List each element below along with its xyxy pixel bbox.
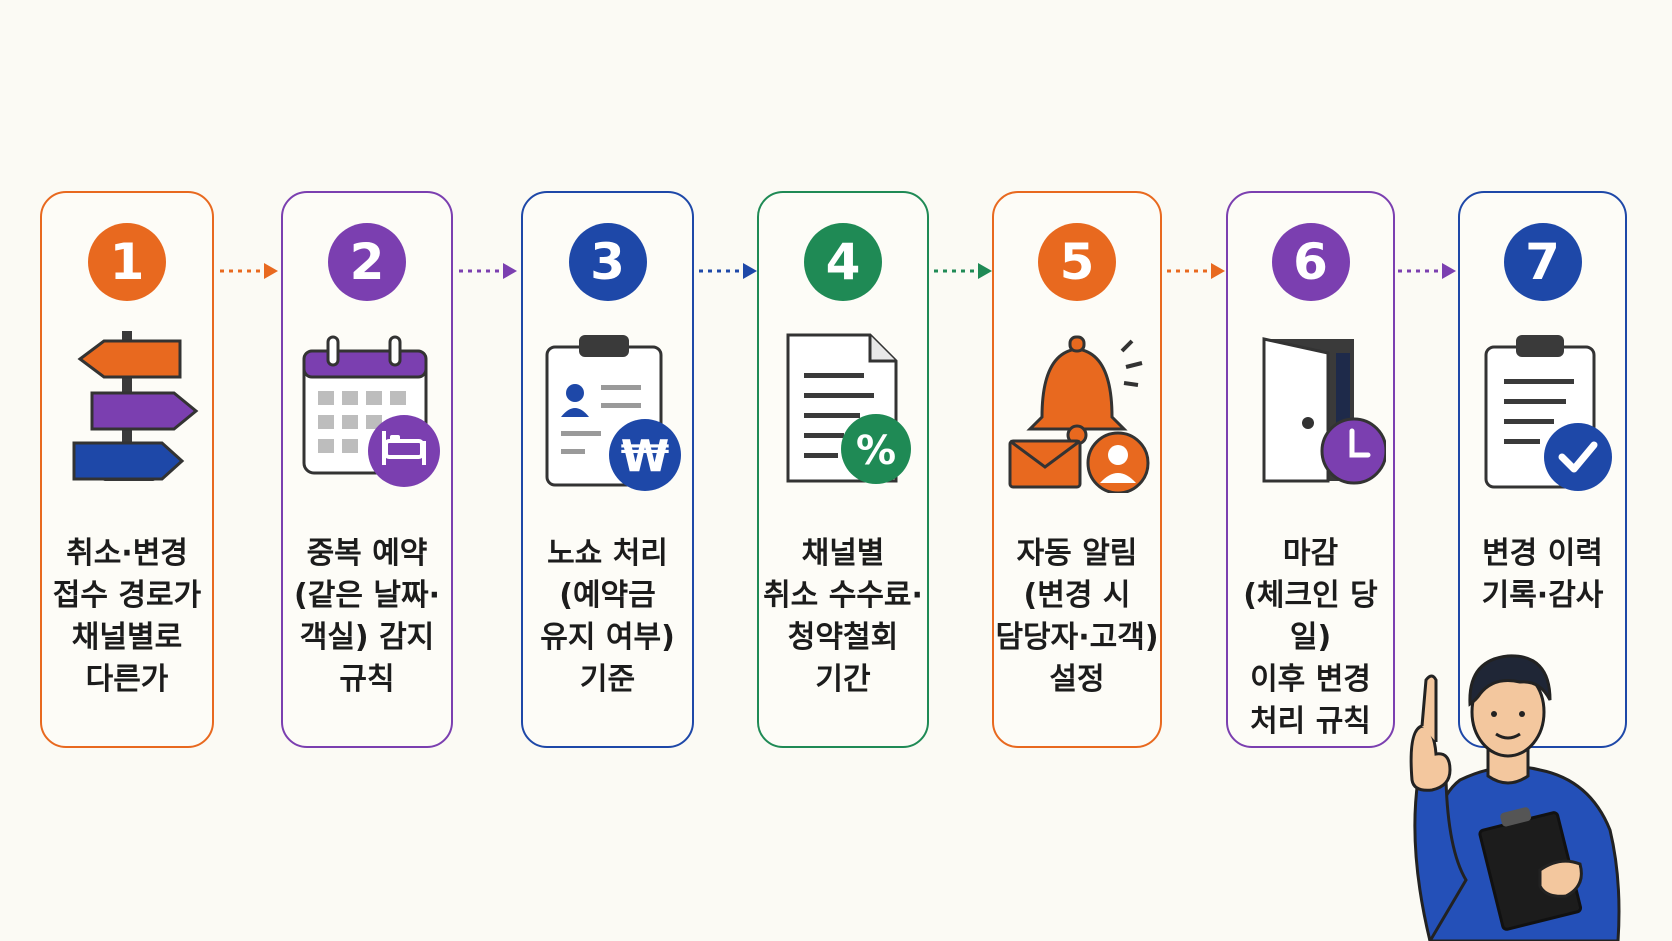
arrow-3-4: [697, 255, 759, 287]
step-label-1: 취소·변경 접수 경로가 채널별로 다른가: [52, 536, 202, 697]
percent-symbol: %: [856, 428, 896, 474]
step-number-5: 5: [1038, 223, 1116, 301]
step-label-2: 중복 예약 (같은 날짜· 객실) 감지 규칙: [294, 536, 440, 697]
step-label-5: 자동 알림 (변경 시 담당자·고객) 설정: [995, 536, 1159, 697]
person-illustration: [1390, 630, 1630, 941]
step-label-4: 채널별 취소 수수료· 청약철회 기간: [763, 536, 923, 697]
arrow-2-3: [457, 255, 519, 287]
signpost-icon: [52, 323, 202, 493]
step-card-3: 3 ₩ 노쇼 처리 (예약금 유지 여부) 기준: [521, 191, 694, 748]
arrow-1-2: [218, 255, 280, 287]
arrow-6-7: [1396, 255, 1458, 287]
step-card-2: 2 중복 예약 (같은 날짜· 객실) 감지 규칙: [281, 191, 453, 748]
step-card-4: 4 % 채널별 취소 수수료· 청약철회 기간: [757, 191, 929, 748]
step-number-4: 4: [804, 223, 882, 301]
step-label-3: 노쇼 처리 (예약금 유지 여부) 기준: [540, 536, 675, 697]
step-number-3: 3: [568, 223, 647, 301]
step-card-1: 1 취소·변경 접수 경로가 채널별로 다른가: [40, 191, 214, 748]
won-symbol: ₩: [620, 431, 669, 482]
arrow-5-6: [1165, 255, 1227, 287]
step-number-6: 6: [1271, 223, 1350, 301]
clipboard-won-icon: ₩: [533, 323, 683, 493]
document-percent-icon: %: [768, 323, 918, 493]
bell-mail-user-icon: [1002, 323, 1152, 493]
step-card-5: 5 자동 알림 (변경 시 담당자·고객) 설정: [992, 191, 1162, 748]
step-card-7: 7 변경 이력 기록·감사: [1458, 191, 1627, 748]
calendar-bed-icon: [292, 323, 442, 493]
step-card-6: 6 마감 (체크인 당일) 이후 변경 처리 규칙: [1226, 191, 1395, 748]
step-number-2: 2: [328, 223, 406, 301]
step-label-7: 변경 이력 기록·감사: [1481, 536, 1604, 613]
door-clock-icon: [1236, 323, 1386, 493]
step-number-1: 1: [88, 223, 166, 301]
arrow-4-5: [932, 255, 994, 287]
step-number-7: 7: [1503, 223, 1582, 301]
clipboard-check-icon: [1468, 323, 1618, 493]
step-label-6: 마감 (체크인 당일) 이후 변경 처리 규칙: [1243, 536, 1378, 739]
